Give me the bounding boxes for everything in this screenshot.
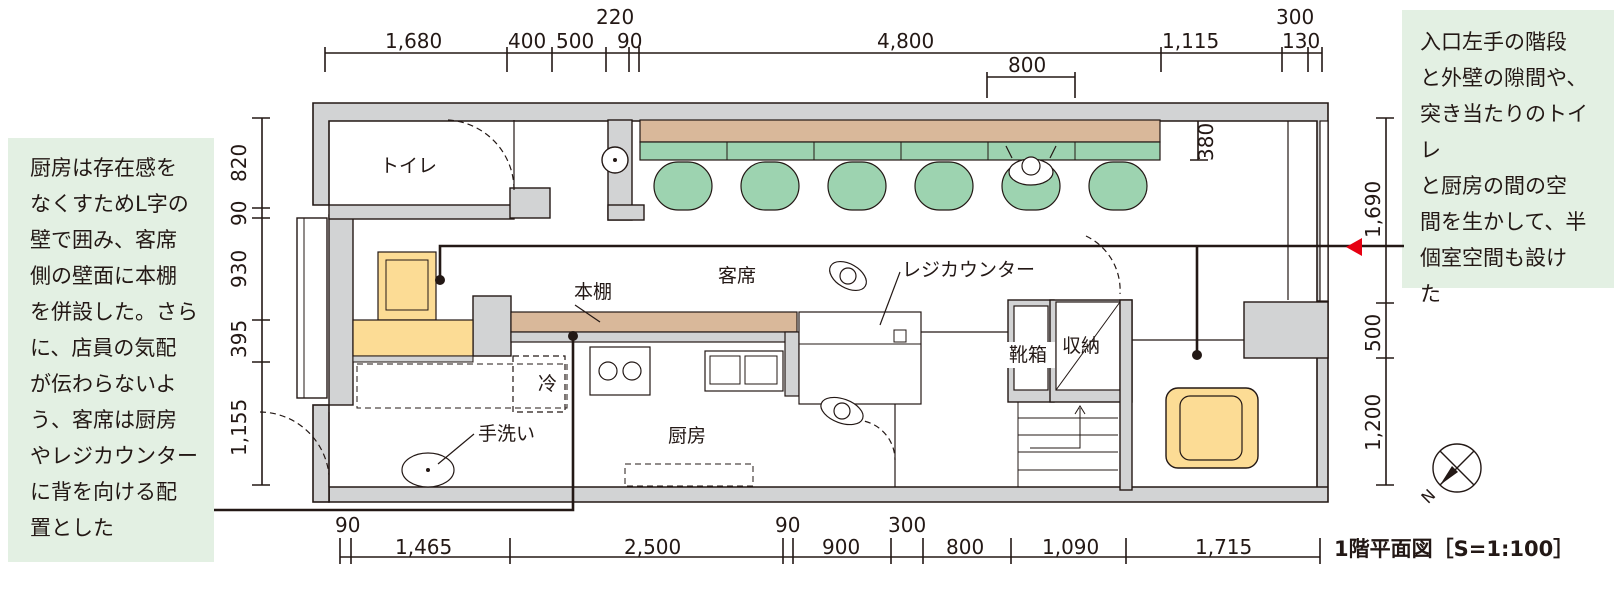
sofa-base — [352, 319, 474, 357]
toilet-wall — [328, 204, 515, 220]
label-storage: 収納 — [1062, 335, 1100, 357]
label-toilet: トイレ — [380, 155, 437, 177]
stove — [589, 346, 651, 396]
dim-top-400: 400 — [508, 29, 546, 53]
staircase — [1017, 402, 1118, 487]
dim-top-130: 130 — [1282, 29, 1320, 53]
label-handwash: 手洗い — [478, 423, 535, 445]
dimension-labels: 1,680 400 500 90 4,800 1,115 130 220 300… — [227, 5, 1385, 559]
leader-lines — [214, 244, 1404, 512]
bar-counter — [639, 119, 1161, 143]
label-register: レジカウンター — [902, 259, 1035, 281]
toilet-wall-stub — [509, 187, 551, 219]
dim-bottom-1090: 1,090 — [1042, 535, 1099, 559]
dim-bottom-2500: 2,500 — [624, 535, 681, 559]
svg-text:N: N — [1417, 485, 1439, 507]
label-bookshelf: 本棚 — [574, 281, 612, 303]
sink-wall-foot — [607, 204, 645, 221]
kitchen-wall-vertical — [472, 295, 512, 357]
kitchen-sink — [704, 350, 784, 392]
kitchen-wall — [510, 331, 798, 343]
left-wall-lower — [312, 404, 330, 503]
dim-left-820: 820 — [227, 144, 251, 182]
dim-bottom-300: 300 — [888, 513, 926, 537]
left-partition — [328, 214, 354, 406]
entry-arrow-icon — [1346, 238, 1362, 256]
label-seating: 客席 — [718, 265, 756, 287]
dim-top-220: 220 — [596, 5, 634, 29]
dim-bar-800: 800 — [1008, 53, 1046, 77]
dim-bottom-900: 900 — [822, 535, 860, 559]
left-window — [296, 217, 328, 399]
dim-bottom-1465: 1,465 — [395, 535, 452, 559]
fridge — [512, 355, 566, 413]
dim-top-1115: 1,115 — [1162, 29, 1219, 53]
plan-title: 1階平面図［S=1:100］ — [1334, 537, 1574, 561]
label-fridge: 冷 — [538, 373, 557, 395]
dim-counter-380: 380 — [1194, 123, 1218, 161]
customer-person-icon — [829, 260, 867, 292]
dim-left-395: 395 — [227, 320, 251, 358]
dim-right-1200: 1,200 — [1361, 394, 1385, 451]
room-labels: トイレ 客席 本棚 レジカウンター 冷 手洗い 厨房 靴箱 収納 — [380, 155, 1100, 447]
dimension-lines — [252, 47, 1394, 564]
dim-top-300: 300 — [1276, 5, 1314, 29]
register-counter — [798, 311, 922, 405]
dim-left-1155: 1,155 — [227, 399, 251, 456]
dim-bottom-800: 800 — [946, 535, 984, 559]
dim-top-90: 90 — [617, 29, 642, 53]
dim-right-500: 500 — [1361, 314, 1385, 352]
label-kitchen: 厨房 — [668, 425, 706, 447]
bar-seats — [639, 141, 1161, 211]
seated-person-icon — [1005, 145, 1057, 186]
kitchen-wall-right — [784, 331, 800, 397]
dim-bottom-1715: 1,715 — [1195, 535, 1252, 559]
dim-left-930: 930 — [227, 250, 251, 288]
dim-bottom-90b: 90 — [775, 513, 800, 537]
dim-top-4800: 4,800 — [877, 29, 934, 53]
dim-left-90: 90 — [227, 201, 251, 226]
staff-person-icon — [820, 396, 864, 426]
dim-right-1690: 1,690 — [1361, 181, 1385, 238]
left-annotation-note: 厨房は存在感を なくすためL字の 壁で囲み、客席 側の壁面に本棚 を併設した。さ… — [8, 138, 214, 562]
north-compass-icon: N — [1417, 443, 1482, 507]
dim-top-1680: 1,680 — [385, 29, 442, 53]
dim-bottom-90a: 90 — [335, 513, 360, 537]
bookshelf — [510, 311, 798, 333]
right-annotation-note: 入口左手の階段 と外壁の隙間や、 突き当たりのトイレ と厨房の間の空 間を生かし… — [1402, 10, 1614, 306]
dim-top-500: 500 — [556, 29, 594, 53]
right-room-pillar — [1243, 301, 1329, 359]
label-shoe-box-overlay: 靴箱 — [1009, 344, 1047, 366]
